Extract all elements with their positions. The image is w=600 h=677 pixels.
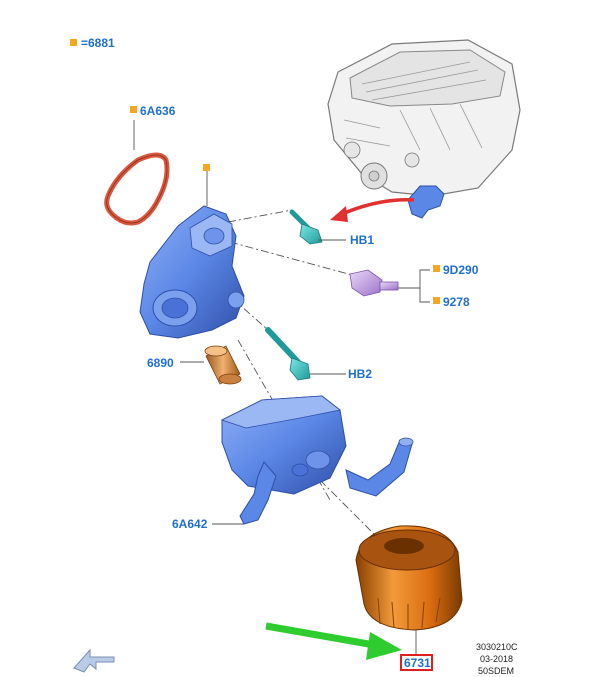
oil-pressure-sensor-part: [349, 269, 399, 297]
gasket-part: [104, 152, 170, 226]
oil-cooler-part: [220, 395, 414, 525]
label-thermostat: 6890: [147, 356, 174, 370]
bolt-hb2-part: [265, 327, 311, 381]
thermostat-part: [204, 345, 242, 385]
reference-engine: 50SDEM: [478, 666, 514, 676]
leader-lines: [133, 120, 430, 654]
orange-square-marker-icon: [433, 265, 440, 272]
reference-code: 3030210C: [476, 642, 518, 652]
engine-cooler-location: [407, 185, 445, 219]
oil-filter-adapter-housing: [139, 205, 245, 339]
label-seal-kit: =6881: [81, 36, 115, 50]
label-filter: 6731: [404, 656, 431, 670]
engine-thumbnail: [327, 39, 521, 219]
bolt-hb1-part: [289, 209, 323, 245]
highlight-box: [400, 654, 433, 671]
orange-square-marker-icon: [433, 297, 440, 304]
label-bolt-hb2: HB2: [348, 367, 372, 381]
oil-filter-part: [355, 525, 463, 631]
marker-icons: [70, 39, 440, 304]
orange-square-marker-icon: [130, 106, 137, 113]
label-sensor-9278: 9278: [443, 295, 470, 309]
reference-date: 03-2018: [480, 654, 513, 664]
label-cooler: 6A642: [172, 517, 208, 531]
callout-arrowhead: [330, 206, 348, 222]
label-bolt-hb1: HB1: [350, 233, 374, 247]
orange-square-marker-icon: [203, 164, 210, 171]
label-sensor-9d290: 9D290: [443, 263, 479, 277]
highlight-arrowhead: [366, 632, 402, 660]
callout-arrow: [341, 198, 415, 216]
label-gasket: 6A636: [140, 104, 176, 118]
filter-label-highlight: 6731: [400, 654, 433, 671]
orange-square-marker-icon: [70, 39, 77, 46]
highlight-arrow: [265, 622, 381, 650]
view-direction-arrow-icon[interactable]: [73, 648, 115, 673]
